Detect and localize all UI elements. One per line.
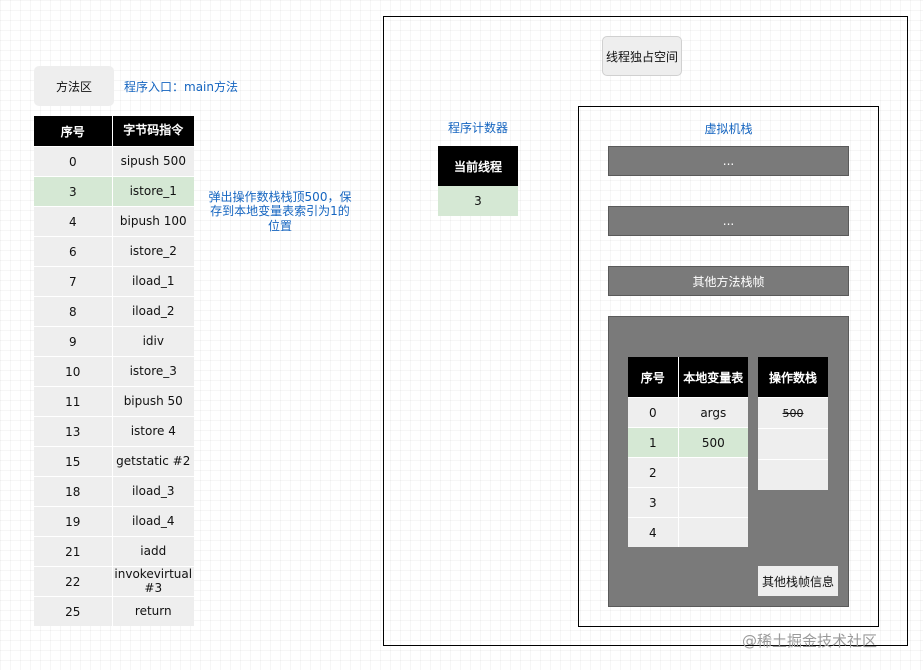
popped-value: 500	[782, 406, 804, 420]
local-variable-value	[678, 457, 748, 487]
bytecode-index: 8	[34, 296, 113, 326]
bytecode-index: 19	[34, 506, 113, 536]
local-variable-row: 2	[628, 457, 748, 487]
local-variable-index: 4	[628, 517, 679, 547]
header-index: 序号	[34, 116, 113, 146]
bytecode-instruction: bipush 100	[112, 206, 194, 236]
operand-stack-header: 操作数栈	[758, 357, 828, 397]
stack-frame-1: ...	[608, 146, 849, 176]
vm-stack	[578, 106, 879, 627]
bytecode-instruction: istore_2	[112, 236, 194, 266]
local-variable-value	[678, 517, 748, 547]
bytecode-index: 3	[34, 176, 113, 206]
local-variable-value	[678, 487, 748, 517]
bytecode-instruction: idiv	[112, 326, 194, 356]
bytecode-index: 9	[34, 326, 113, 356]
lv-header-index: 序号	[628, 357, 679, 397]
operand-stack-cell	[758, 428, 828, 459]
local-variable-index: 2	[628, 457, 679, 487]
bytecode-instruction: istore_3	[112, 356, 194, 386]
program-counter-header: 当前线程	[438, 146, 518, 186]
bytecode-index: 7	[34, 266, 113, 296]
bytecode-instruction: istore 4	[112, 416, 194, 446]
local-variable-value: 500	[678, 427, 748, 457]
header-instruction: 字节码指令	[112, 116, 194, 146]
program-counter-value: 3	[438, 186, 518, 216]
local-variable-value: args	[678, 397, 748, 427]
bytecode-table-header: 序号 字节码指令	[34, 116, 194, 146]
bytecode-instruction: iload_4	[112, 506, 194, 536]
method-area-label: 方法区	[34, 66, 114, 106]
program-counter-label: 程序计数器	[447, 121, 508, 135]
bytecode-instruction: istore_1	[112, 176, 194, 206]
thread-private-space	[383, 16, 908, 646]
bytecode-instruction: iadd	[112, 536, 194, 566]
bytecode-index: 15	[34, 446, 113, 476]
local-variable-table-header: 序号 本地变量表	[628, 357, 748, 397]
bytecode-instruction: getstatic #2	[112, 446, 194, 476]
istore-annotation: 弹出操作数栈栈顶500，保存到本地变量表索引为1的位置	[208, 190, 352, 233]
bytecode-instruction: sipush 500	[112, 146, 194, 176]
lv-header-name: 本地变量表	[678, 357, 748, 397]
program-entry-label: 程序入口：main方法	[124, 80, 238, 94]
operand-stack-cell: 500	[758, 397, 828, 428]
bytecode-index: 6	[34, 236, 113, 266]
bytecode-instruction: iload_2	[112, 296, 194, 326]
bytecode-index: 11	[34, 386, 113, 416]
bytecode-instruction: iload_1	[112, 266, 194, 296]
bytecode-index: 4	[34, 206, 113, 236]
thread-space-label: 线程独占空间	[602, 36, 682, 76]
bytecode-instruction: bipush 50	[112, 386, 194, 416]
bytecode-index: 18	[34, 476, 113, 506]
bytecode-index: 10	[34, 356, 113, 386]
operand-stack-cell	[758, 459, 828, 490]
local-variable-row: 3	[628, 487, 748, 517]
local-variable-index: 3	[628, 487, 679, 517]
bytecode-index: 13	[34, 416, 113, 446]
stack-frame-other-method: 其他方法栈帧	[608, 266, 849, 296]
bytecode-index: 21	[34, 536, 113, 566]
operand-stack: 操作数栈 500	[758, 357, 828, 490]
other-frame-info: 其他栈帧信息	[758, 566, 838, 596]
stack-frame-2: ...	[608, 206, 849, 236]
local-variable-index: 0	[628, 397, 679, 427]
vm-stack-label: 虚拟机栈	[704, 122, 753, 136]
local-variable-index: 1	[628, 427, 679, 457]
bytecode-index: 22	[34, 566, 113, 596]
bytecode-instruction: invokevirtual #3	[112, 566, 194, 596]
local-variable-row: 4	[628, 517, 748, 547]
bytecode-instruction: iload_3	[112, 476, 194, 506]
bytecode-instruction: return	[112, 596, 194, 626]
bytecode-index: 25	[34, 596, 113, 626]
watermark: @稀土掘金技术社区	[742, 632, 878, 650]
bytecode-index: 0	[34, 146, 113, 176]
